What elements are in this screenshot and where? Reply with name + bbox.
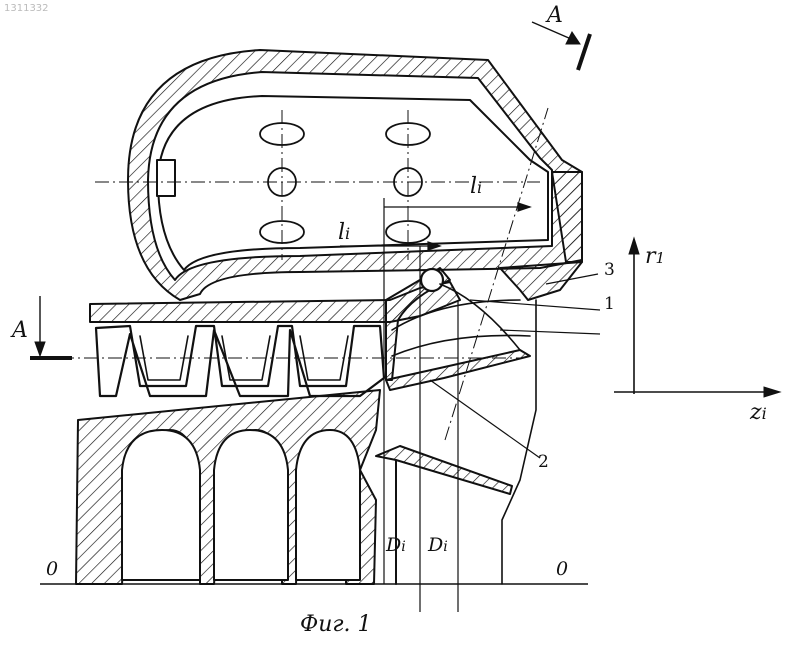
callout-3: 3 [604, 262, 615, 279]
dim-label-li-short: li [338, 222, 350, 244]
dim-label-di-1: Di [386, 536, 406, 555]
leader-2 [430, 380, 540, 458]
housing-slot [157, 160, 175, 196]
section-label-left: A [12, 320, 28, 342]
axis-r-arrow [629, 238, 639, 254]
origin-label-right: 0 [556, 560, 568, 579]
leader-1 [470, 300, 600, 310]
axis-z-label: zi [750, 402, 767, 424]
callout-2: 2 [538, 454, 549, 471]
figure-caption: Фиг. 1 [300, 614, 372, 636]
arch-cavity-2 [214, 430, 288, 580]
origin-label-left: 0 [46, 560, 58, 579]
section-bar-top [578, 34, 590, 70]
seal-ring [421, 269, 443, 291]
liner-upper [500, 262, 582, 300]
axis-z-arrow [764, 387, 780, 397]
axis-r-label: r1 [645, 246, 665, 268]
arch-cavity-1 [122, 430, 200, 580]
doc-number: 1311332 [4, 4, 49, 14]
inner-chamber [158, 96, 548, 270]
corrugated-blades [96, 326, 384, 396]
casing-wall-right [502, 300, 536, 584]
corrugated-inner [140, 336, 348, 380]
leader-1b [500, 330, 600, 334]
section-label-top: A [547, 5, 563, 27]
arch-cavity-3 [296, 430, 360, 580]
callout-1: 1 [604, 296, 615, 313]
dim-label-di-2: Di [428, 536, 448, 555]
dim-label-li-long: li [470, 176, 482, 198]
section-arrowhead-left [35, 342, 45, 356]
